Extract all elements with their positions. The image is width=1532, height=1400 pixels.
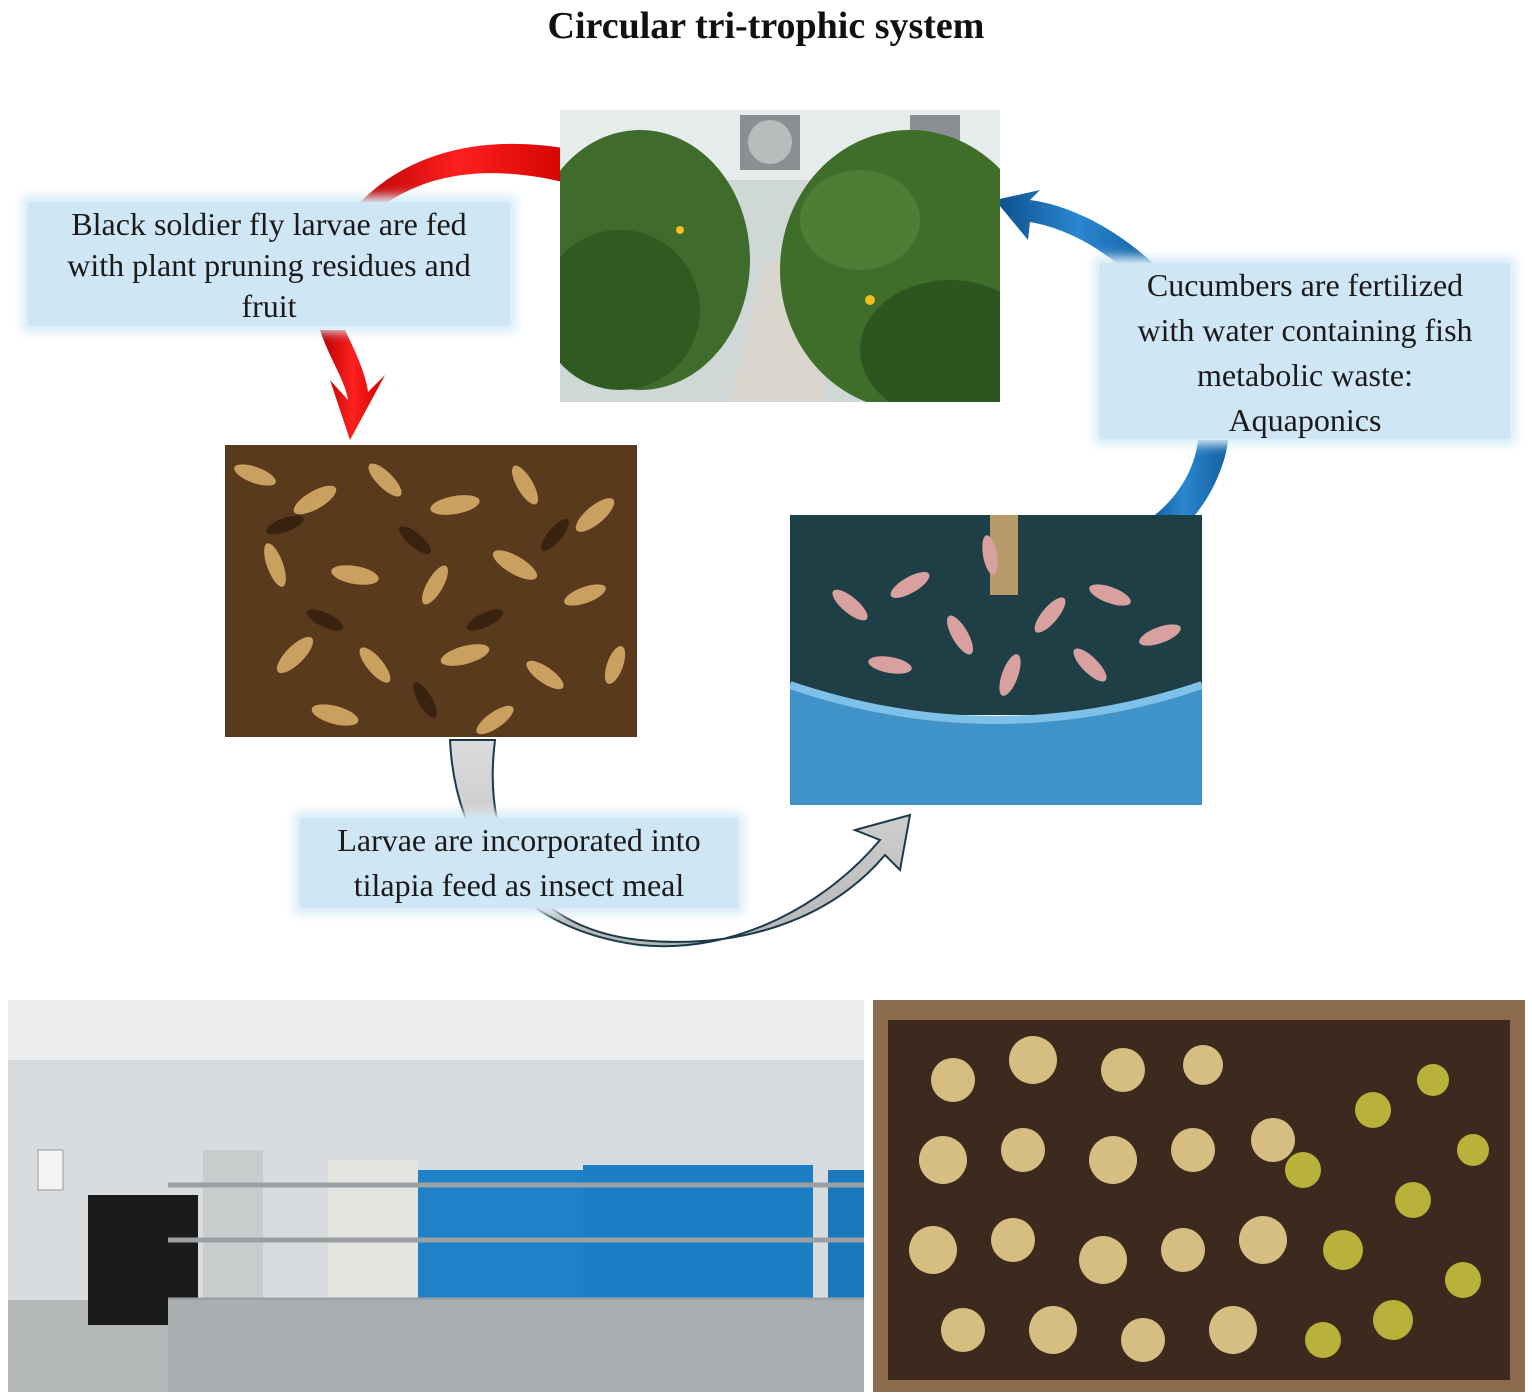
caption-larvae-feed: Black soldier fly larvae are fed with pl… (28, 202, 510, 326)
blue-arrow-bottom (1140, 440, 1228, 530)
larvae-photo (225, 445, 637, 737)
diagram-title: Circular tri-trophic system (547, 5, 985, 47)
facility-photo (8, 1000, 864, 1392)
gray-arrow (448, 739, 912, 948)
feeding-tray-photo (873, 1000, 1525, 1392)
fish-tank-photo (790, 515, 1202, 805)
greenhouse-photo (560, 110, 1000, 402)
caption-insect-meal: Larvae are incorporated into tilapia fee… (300, 818, 738, 908)
blue-arrow-top (995, 190, 1160, 285)
red-arrow-top (345, 143, 575, 225)
caption-aquaponics: Cucumbers are fertilized with water cont… (1100, 263, 1510, 439)
red-arrow-down (320, 330, 385, 440)
